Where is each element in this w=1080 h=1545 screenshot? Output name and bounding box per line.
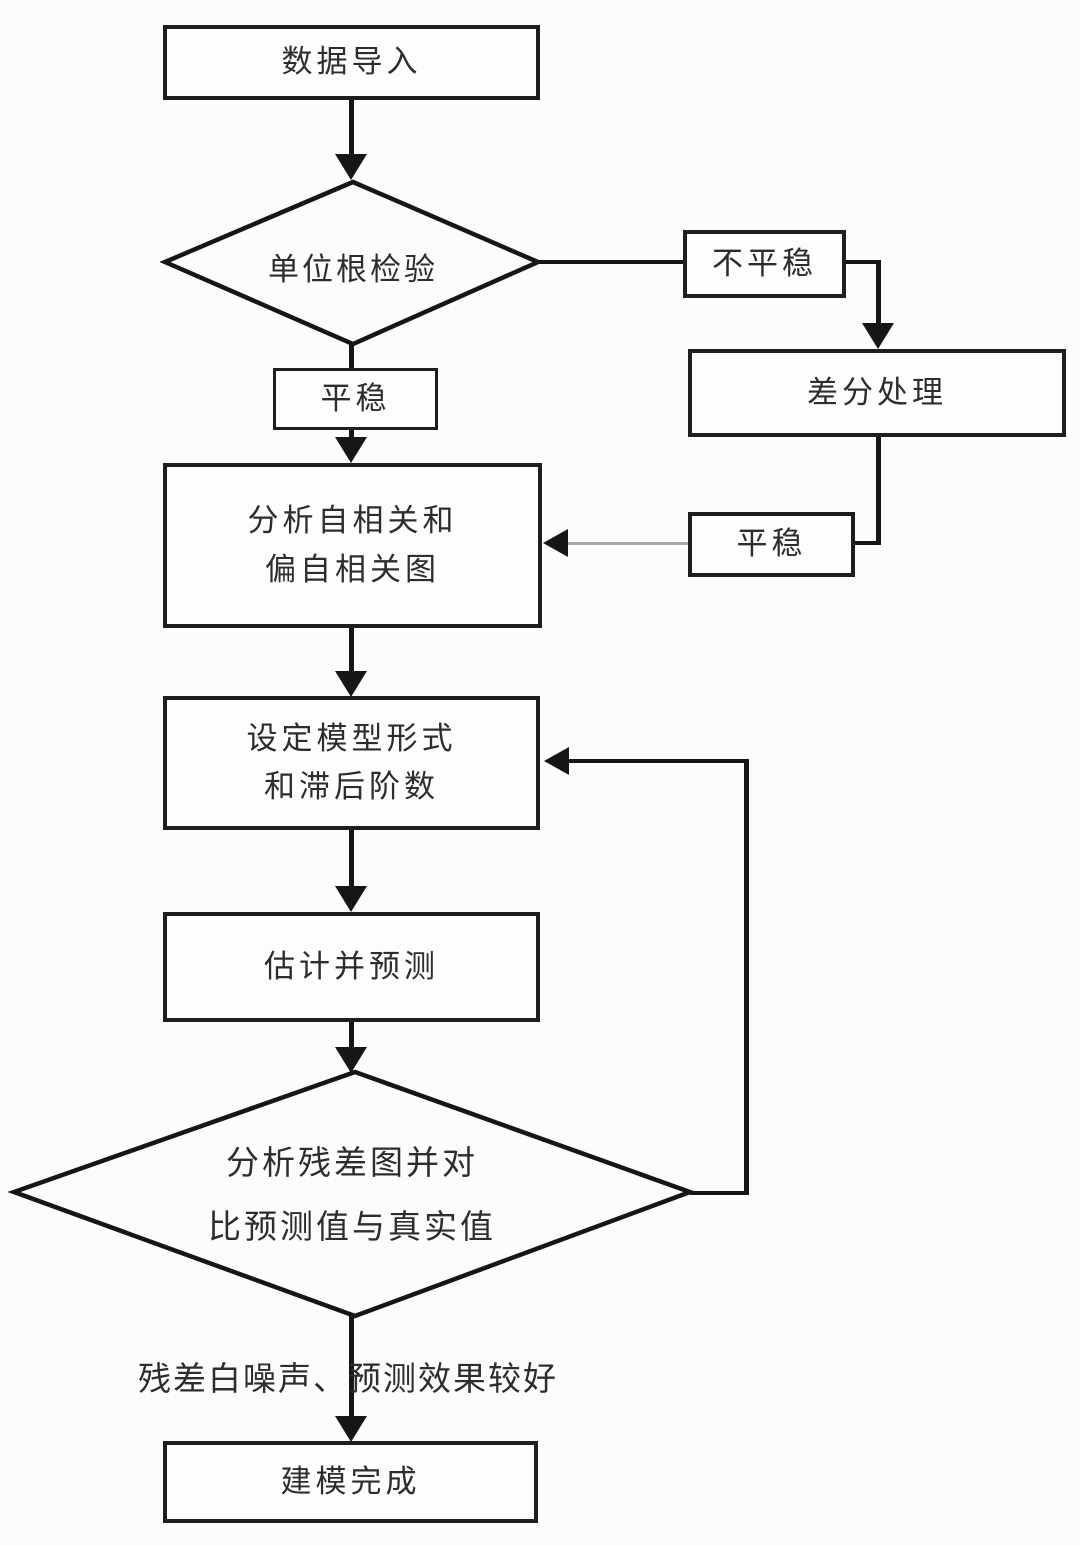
arrowhead-down-icon [335,671,367,697]
diamond-residual-check [8,1069,697,1319]
node-stationary-left-label: 平稳 [320,380,391,416]
connector-acf-to-model-stem [349,628,354,674]
connector-unitroot-to-stationary-stem [349,344,354,372]
residual-check-line1: 分析残差图并对 [226,1146,478,1182]
node-stationary-right-label: 平稳 [736,526,807,562]
connector-unitroot-to-notstationary [538,260,683,264]
node-stationary-left: 平稳 [273,368,438,430]
node-acf-pacf: 分析自相关和 偏自相关图 [163,463,542,628]
connector-stationary-to-acf-stem [349,430,354,442]
node-data-import-label: 数据导入 [281,44,422,80]
node-model-spec: 设定模型形式 和滞后阶数 [163,696,540,830]
connector-model-to-estimate-stem [349,830,354,888]
model-line1: 设定模型形式 [246,720,457,756]
node-estimate-forecast-label: 估计并预测 [264,948,439,984]
node-stationary-right: 平稳 [688,512,855,577]
arrowhead-down-icon [335,1047,367,1073]
diamond-residual-check-label: 分析残差图并对 比预测值与真实值 [132,1132,572,1260]
arrowhead-left-icon [544,747,569,775]
node-modeling-complete: 建模完成 [163,1441,538,1523]
acf-line1: 分析自相关和 [247,503,458,539]
connector-notstationary-elbow-h [845,260,881,264]
node-estimate-forecast: 估计并预测 [163,912,540,1022]
model-line2: 和滞后阶数 [264,769,439,804]
connector-diff-to-stationary-v [876,437,881,545]
connector-stationary-to-acf [566,542,688,545]
connector-notstationary-elbow-v [876,260,881,330]
arrowhead-down-icon [335,1416,367,1442]
arrowhead-left-icon [543,529,568,557]
arrowhead-down-icon [862,323,894,349]
diamond-unit-root-test [160,179,544,347]
residual-check-line2: 比预测值与真实值 [208,1210,496,1246]
node-data-import: 数据导入 [163,25,540,100]
connector-diff-to-stationary-h [855,541,881,545]
node-model-spec-label: 设定模型形式 和滞后阶数 [247,715,457,811]
acf-line2: 偏自相关图 [265,551,440,587]
node-diff-processing: 差分处理 [688,349,1066,437]
node-not-stationary: 不平稳 [683,230,846,298]
diamond-unit-root-test-label: 单位根检验 [268,252,438,287]
node-diff-processing-label: 差分处理 [807,374,947,410]
connector-residual-to-complete-stem [349,1316,354,1419]
node-modeling-complete-label: 建模完成 [280,1463,421,1499]
feedback-loop-top [567,759,748,763]
residual-result-label: 残差白噪声、预测效果较好 [138,1362,558,1398]
feedback-loop-vertical [744,759,749,1195]
arrowhead-down-icon [335,886,367,912]
arrowhead-down-icon [335,154,367,180]
node-not-stationary-label: 不平稳 [712,245,817,281]
node-acf-pacf-label: 分析自相关和 偏自相关图 [248,497,458,593]
arrowhead-down-icon [335,437,367,463]
feedback-loop-bottom [690,1191,748,1195]
connector-import-to-unitroot-stem [349,100,354,156]
connector-estimate-to-residual-stem [349,1022,354,1050]
